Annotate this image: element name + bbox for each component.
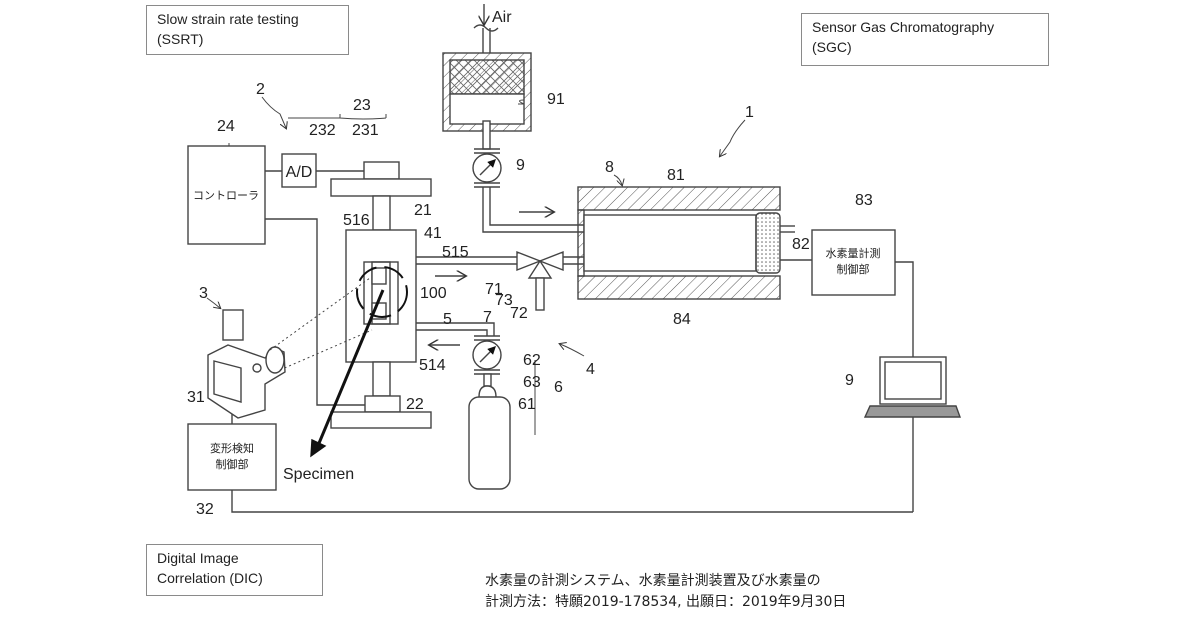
ref-9-filter: 9 [516, 157, 525, 174]
ad-converter-block [281, 153, 317, 188]
ref-1: 1 [745, 104, 754, 121]
patent-caption: 水素量の計測システム、水素量計測装置及び水素量の 計測方法：特願2019-178… [485, 571, 846, 613]
ref-84: 84 [673, 311, 691, 328]
ref-81: 81 [667, 167, 685, 184]
ref-514: 514 [419, 357, 446, 374]
ref-516: 516 [343, 212, 370, 229]
top-crosshead [330, 178, 432, 197]
sensor-element-82 [755, 212, 781, 274]
sgc-annotation: Sensor Gas Chromatography (SGC) [801, 13, 1049, 66]
ref-61: 61 [518, 396, 536, 413]
controller-label: コントローラ [193, 189, 259, 202]
deform-control-line2: 制御部 [216, 457, 249, 471]
ref-73: 73 [495, 292, 513, 309]
sgc-line2: (SGC) [812, 39, 852, 55]
ssrt-line2: (SSRT) [157, 31, 204, 47]
camera [207, 309, 286, 419]
ref-83: 83 [855, 192, 873, 209]
deform-control-line1: 変形検知 [210, 441, 254, 455]
h2-control-line1: 水素量計測 [826, 246, 881, 260]
dic-line1: Digital Image [157, 550, 239, 566]
ref-232: 232 [309, 122, 336, 139]
ad-label: A/D [286, 164, 313, 181]
deformation-detection-control-block [187, 423, 277, 491]
h2-measurement-control-block [811, 229, 896, 296]
load-cell [363, 161, 400, 180]
ref-62: 62 [523, 352, 541, 369]
ref-8: 8 [605, 159, 614, 176]
ref-23: 23 [353, 97, 371, 114]
ref-7: 7 [483, 309, 492, 326]
ref-3: 3 [199, 285, 208, 302]
ref-41: 41 [424, 225, 442, 242]
caption-line1: 水素量の計測システム、水素量計測装置及び水素量の [485, 573, 821, 589]
ref-6: 6 [554, 379, 563, 396]
ref-24: 24 [217, 118, 235, 135]
dic-line2: Correlation (DIC) [157, 570, 263, 586]
ref-22: 22 [406, 396, 424, 413]
ref-4: 4 [586, 361, 595, 378]
ref-31: 31 [187, 389, 205, 406]
dic-annotation: Digital Image Correlation (DIC) [146, 544, 323, 596]
base-plate [330, 411, 432, 429]
gas-cylinder [468, 396, 511, 490]
ref-515: 515 [442, 244, 469, 261]
ref-32: 32 [196, 501, 214, 518]
ref-2: 2 [256, 81, 265, 98]
sensor-outer-84 [577, 275, 781, 300]
specimen-pointer-arrow [315, 289, 385, 449]
bottom-grip [364, 395, 401, 413]
ref-72: 72 [510, 305, 528, 322]
ref-21: 21 [414, 202, 432, 219]
ref-91: 91 [547, 91, 565, 108]
air-label: Air [492, 9, 512, 26]
reference-numerals: 1 2 3 4 5 6 7 8 9 9 21 22 23 24 31 32 41… [187, 81, 873, 518]
sensor-outer-81 [577, 186, 781, 211]
specimen-highlight-circle [356, 266, 408, 318]
ref-9-laptop: 9 [845, 372, 854, 389]
ssrt-line1: Slow strain rate testing [157, 11, 299, 27]
ref-100: 100 [420, 285, 447, 302]
ref-5: 5 [443, 311, 452, 328]
h2-control-line2: 制御部 [837, 262, 870, 276]
ref-71: 71 [485, 281, 503, 298]
ssrt-annotation: Slow strain rate testing (SSRT) [146, 5, 349, 55]
ref-82: 82 [792, 236, 810, 253]
sgc-line1: Sensor Gas Chromatography [812, 19, 995, 35]
controller-block [187, 145, 266, 245]
ref-231: 231 [352, 122, 379, 139]
caption-line2: 計測方法：特願2019-178534, 出願日：2019年9月30日 [485, 594, 847, 610]
ref-63: 63 [523, 374, 541, 391]
specimen-label: Specimen [283, 466, 355, 483]
